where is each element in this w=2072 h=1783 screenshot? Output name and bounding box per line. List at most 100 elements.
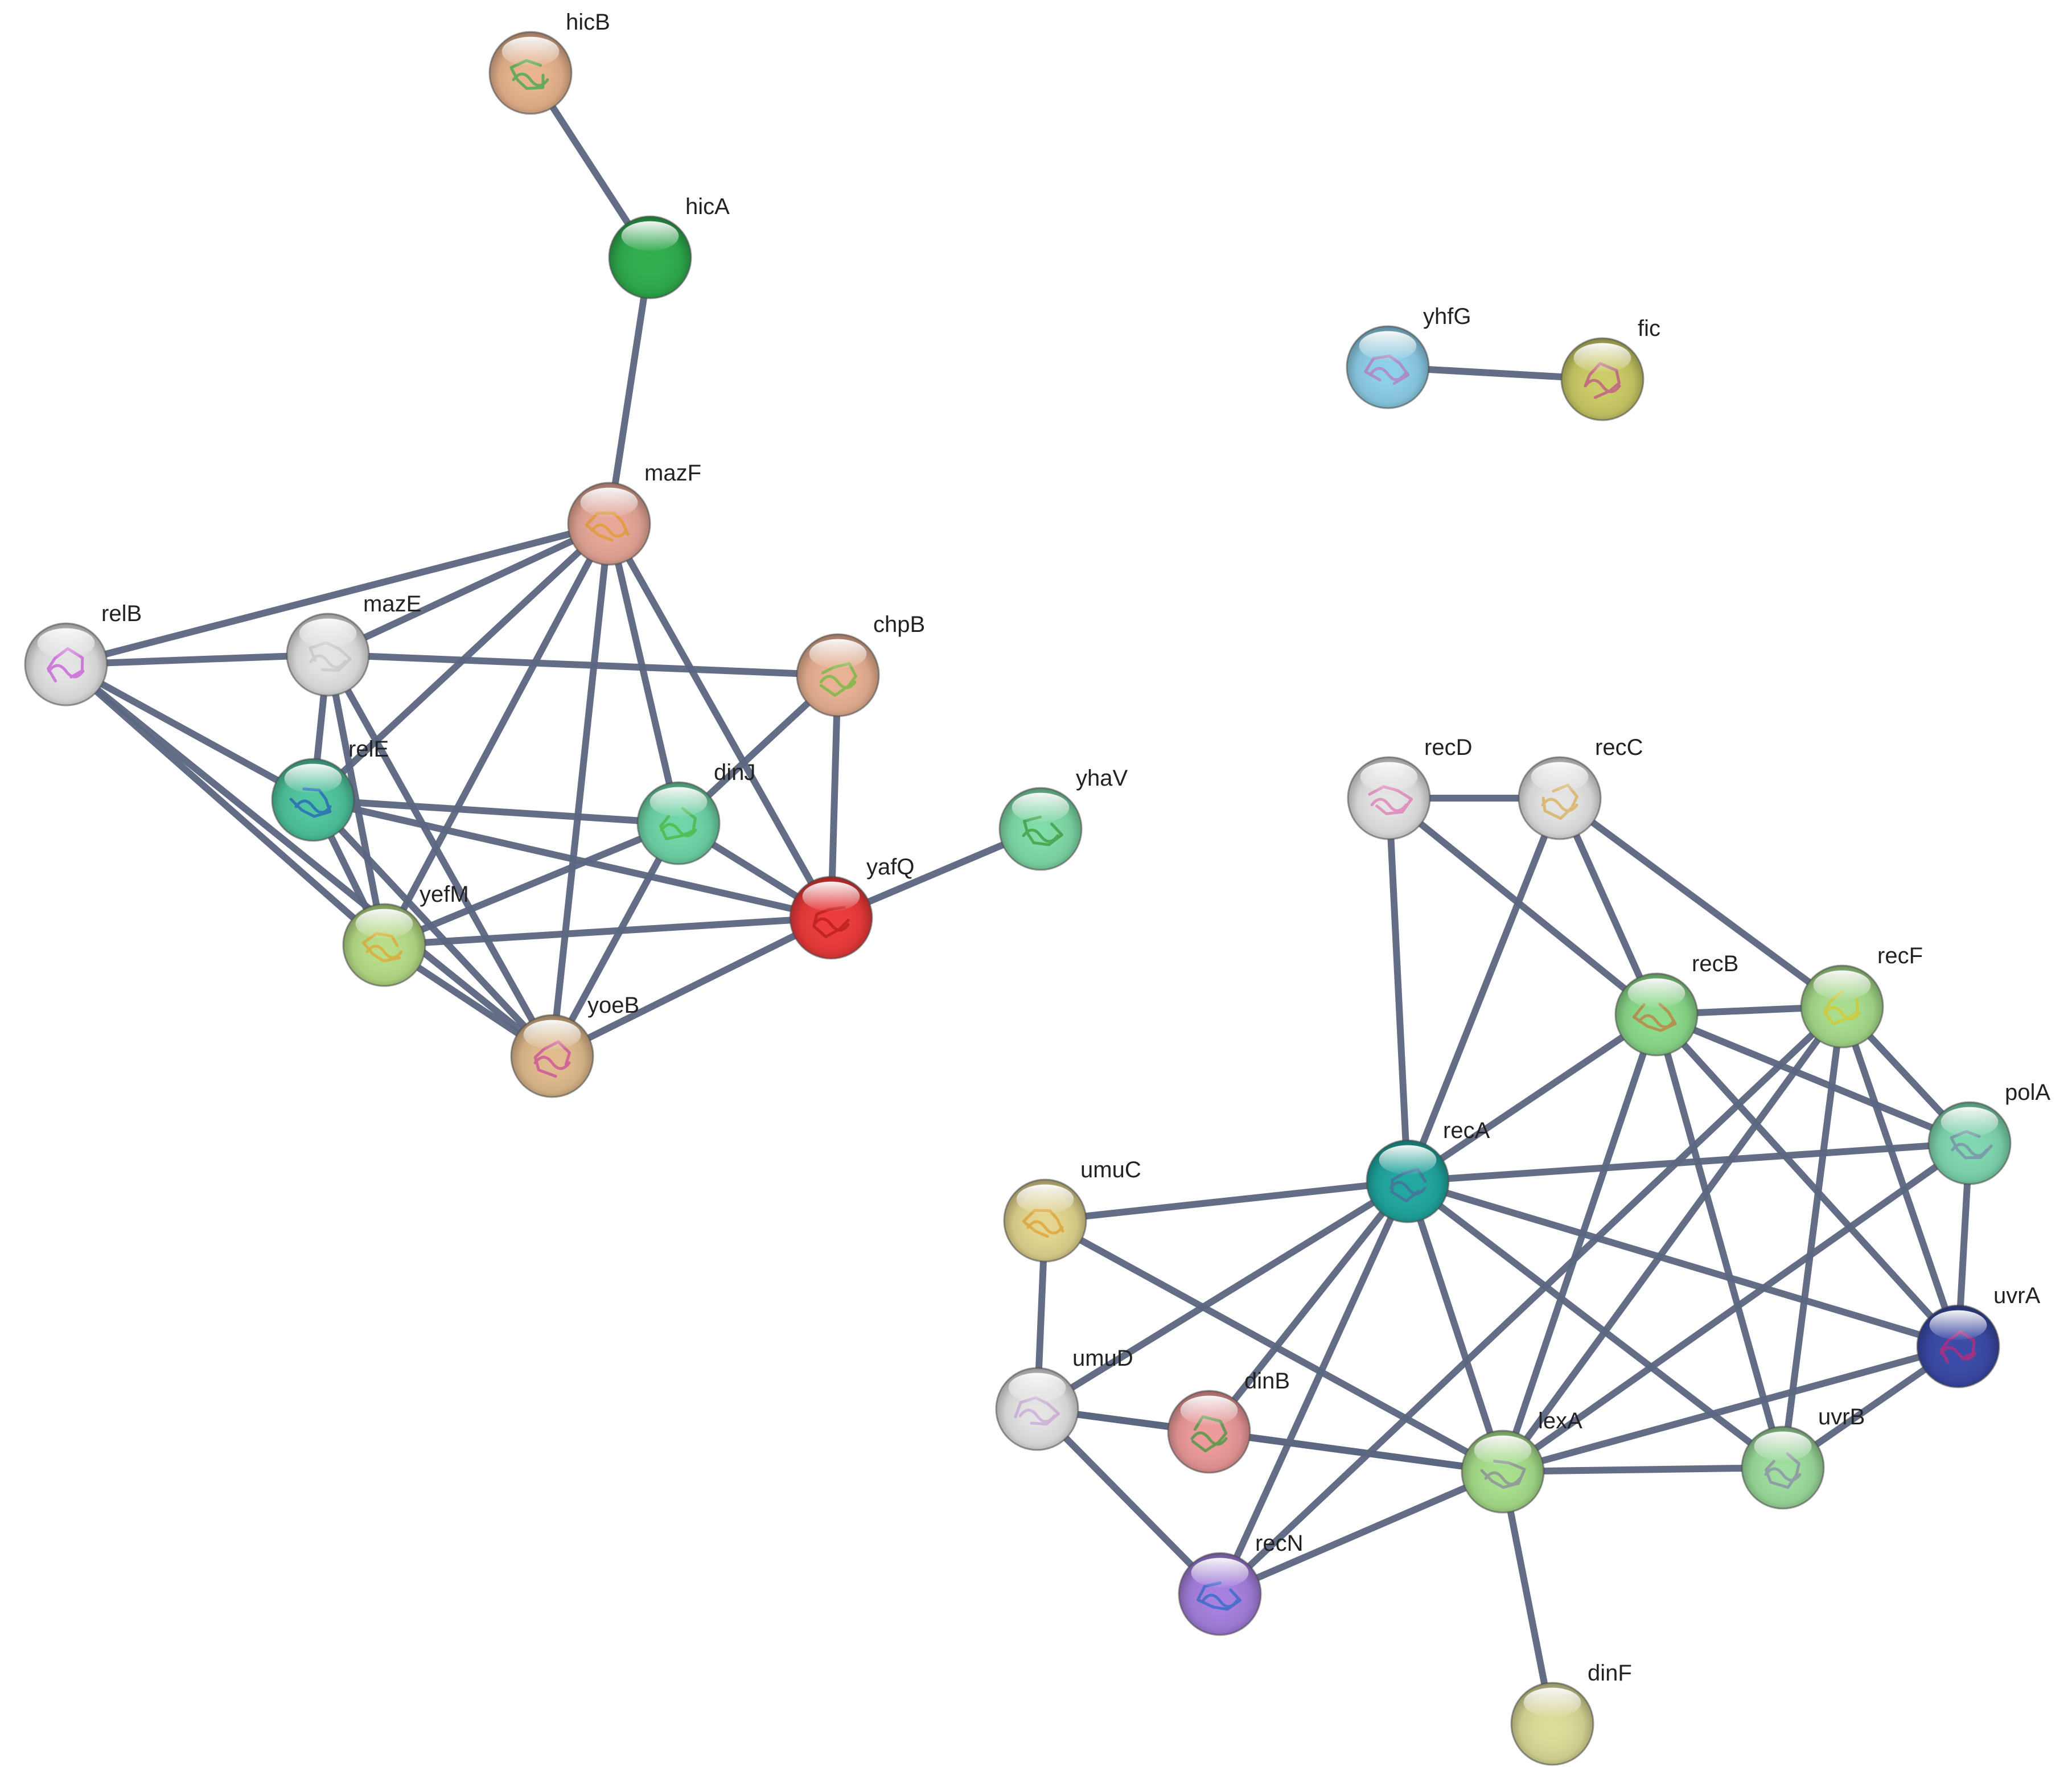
node-chpB[interactable]: chpB [796,612,925,717]
node-gloss [37,628,95,658]
edge-mazE-yoeB [324,651,556,1059]
edge-dinB-lexA [1206,1428,1506,1475]
node-label-recA: recA [1443,1118,1490,1143]
node-outline [1366,1139,1450,1223]
node-label-yafQ: yafQ [866,854,914,880]
node-gloss [1360,762,1418,792]
edge-dinJ-yefM [381,820,682,948]
node-label-recF: recF [1877,943,1923,968]
node-outline [636,781,721,865]
node-outline [1560,337,1645,421]
edge-recD-recB [1386,795,1660,1018]
node-gloss [1474,1435,1532,1465]
node-recA[interactable]: recA [1366,1118,1490,1223]
node-relE[interactable]: relE [271,737,389,842]
node-gloss [1012,792,1070,823]
node-hicB[interactable]: hicB [488,10,610,115]
node-label-lexA: lexA [1538,1408,1582,1433]
edge-polA-lexA [1499,1140,1973,1475]
node-label-polA: polA [2005,1080,2050,1105]
edge-mazF-yefM [381,520,612,948]
edge-recF-recN [1216,1003,1845,1597]
edge-recA-dinB [1206,1178,1411,1435]
node-label-mazE: mazE [363,591,421,617]
node-yhaV[interactable]: yhaV [998,766,1128,871]
node-gloss [1813,970,1871,1000]
node-dinF[interactable]: dinF [1510,1661,1632,1766]
node-fic[interactable]: fic [1560,316,1660,421]
edge-relE-yafQ [310,796,834,921]
edge-mazF-yoeB [549,520,612,1059]
edge-relB-mazE [63,651,331,668]
node-yoeB[interactable]: yoeB [510,993,639,1098]
node-outline [1741,1425,1825,1510]
edge-relB-yoeB [63,661,556,1059]
edge-recA-uvrB [1404,1178,1786,1471]
node-yafQ[interactable]: yafQ [789,854,914,960]
edge-recA-uvrA [1404,1178,1962,1350]
node-gloss [1531,762,1589,792]
node-gloss [1008,1373,1066,1403]
node-yefM[interactable]: yefM [342,882,469,987]
nodes-layer: hicB hicA mazF relB mazE chpB relE dinJ yhaV yafQ… [24,10,2050,1766]
edge-recB-recA [1404,1011,1660,1185]
edge-lexA-dinF [1499,1468,1556,1727]
node-gloss [355,909,413,939]
edge-recF-uvrA [1839,1003,1962,1350]
node-recC[interactable]: recC [1518,735,1643,840]
node-polA[interactable]: polA [1927,1080,2050,1185]
node-label-yhfG: yhfG [1423,304,1471,329]
node-relB[interactable]: relB [24,601,142,706]
edge-recA-recN [1216,1178,1411,1597]
node-uvrB[interactable]: uvrB [1741,1404,1865,1510]
edge-umuC-lexA [1042,1217,1506,1475]
node-umuD[interactable]: umuD [995,1346,1133,1451]
node-gloss [1754,1431,1812,1461]
node-outline [1614,972,1699,1057]
node-gloss [580,487,638,517]
node-label-recB: recB [1692,951,1738,976]
node-yhfG[interactable]: yhfG [1346,304,1471,409]
node-label-hicA: hicA [685,194,730,219]
node-gloss [523,1020,581,1050]
node-outline [1461,1429,1545,1514]
node-label-fic: fic [1638,316,1660,341]
node-uvrA[interactable]: uvrA [1916,1283,2041,1388]
node-outline [24,622,108,706]
edges-layer [63,69,1973,1727]
edge-lexA-recN [1216,1468,1506,1597]
node-gloss [284,763,342,794]
node-gloss [1627,978,1685,1008]
node-gloss [1929,1310,1987,1340]
node-hicA[interactable]: hicA [608,194,730,299]
node-label-yoeB: yoeB [587,993,639,1018]
node-label-mazF: mazF [644,461,701,486]
edge-yafQ-yoeB [549,914,834,1059]
node-recF[interactable]: recF [1800,943,1923,1049]
node-gloss [802,881,860,911]
edge-mazF-yafQ [606,520,834,921]
edge-recA-umuD [1034,1178,1411,1412]
node-lexA[interactable]: lexA [1461,1408,1582,1514]
node-outline [1916,1304,2000,1388]
node-mazF[interactable]: mazF [567,461,701,566]
node-recD[interactable]: recD [1347,735,1472,840]
edge-mazF-relB [63,520,612,668]
edge-recB-uvrA [1653,1011,1962,1350]
edge-recF-lexA [1499,1003,1845,1475]
node-gloss [299,618,357,648]
node-outline [342,903,426,987]
node-dinB[interactable]: dinB [1167,1369,1290,1474]
edge-lexA-uvrB [1499,1464,1786,1475]
node-recB[interactable]: recB [1614,951,1738,1057]
node-mazE[interactable]: mazE [286,591,421,697]
node-outline [510,1014,594,1098]
node-dinJ[interactable]: dinJ [636,760,755,865]
node-gloss [1180,1395,1238,1425]
node-gloss [621,221,679,251]
node-umuC[interactable]: umuC [1003,1157,1141,1263]
node-recN[interactable]: recN [1178,1531,1303,1636]
node-outline [796,633,880,717]
node-outline [1003,1178,1087,1263]
